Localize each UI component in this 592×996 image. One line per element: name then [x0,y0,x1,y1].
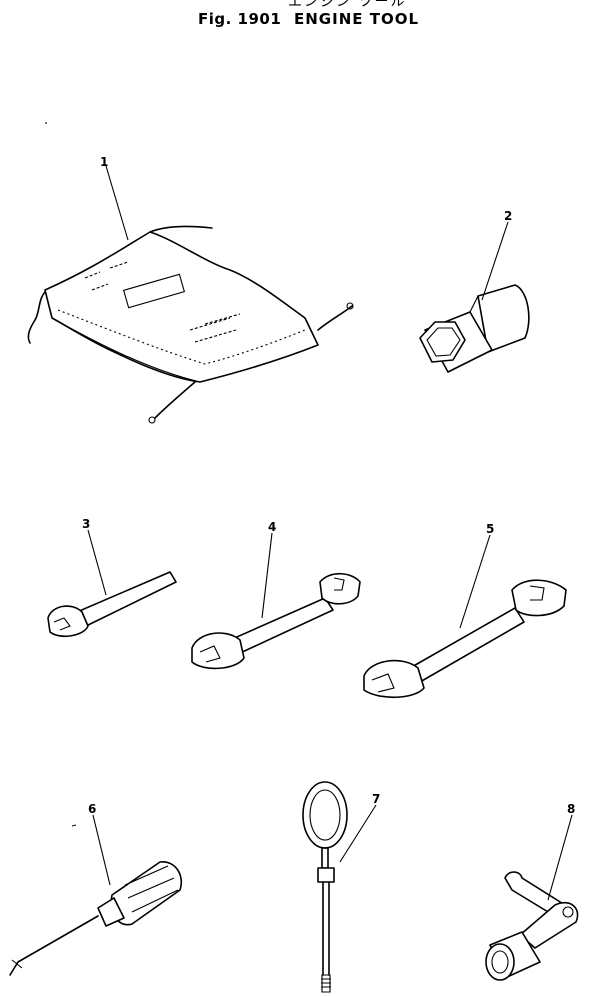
leader-line-7 [339,804,377,863]
leader-lines [87,165,573,901]
figure-title: ENGINE TOOL [294,10,420,28]
scan-marks [45,122,77,827]
leader-line-8 [547,814,573,901]
leader-line-4 [261,532,273,619]
callout-7: 7 [372,792,380,806]
japanese-title: エンジン ツール [288,0,407,10]
feeler-rod-icon [302,781,348,993]
leader-line-5 [459,534,491,629]
box-wrench-handle-icon [485,871,579,981]
callout-1: 1 [100,155,108,169]
leader-line-6 [92,814,111,886]
tool-bag-icon [27,225,354,424]
screwdriver-icon [9,861,182,976]
leader-line-1 [105,165,129,241]
leader-line-2 [481,221,509,301]
callout-2: 2 [504,209,512,223]
figure-label: Fig. 1901 [198,10,282,28]
callout-8: 8 [567,802,575,816]
double-end-spanner-large-icon [363,579,567,699]
callout-4: 4 [268,520,276,534]
callout-3: 3 [82,517,90,531]
figure-header: エンジン ツール Fig. 1901 ENGINE TOOL [0,0,592,34]
callouts: 1 2 3 4 5 6 7 8 [82,155,575,816]
callout-6: 6 [88,802,96,816]
single-end-spanner-icon [47,571,177,638]
double-end-spanner-icon [191,572,361,670]
callout-5: 5 [486,522,494,536]
socket-wrench-icon [419,284,530,373]
leader-line-3 [87,529,107,596]
